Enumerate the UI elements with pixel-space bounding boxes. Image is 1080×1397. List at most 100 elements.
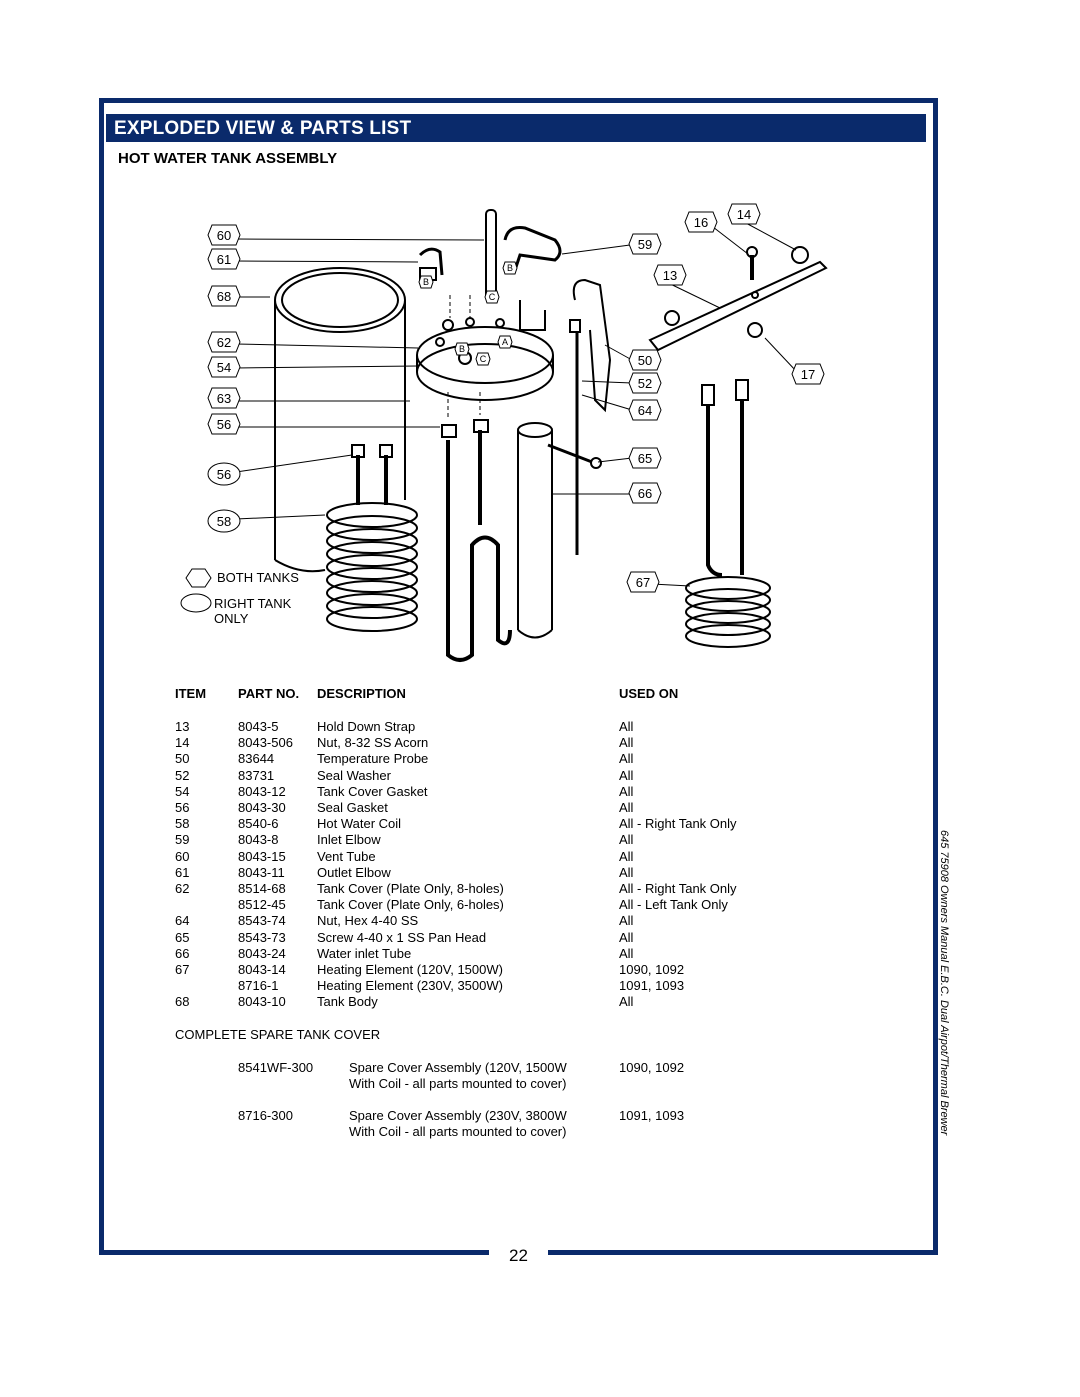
table-cell-used: All: [619, 767, 634, 783]
svg-text:60: 60: [217, 228, 231, 243]
callout-54: 54: [207, 356, 241, 378]
table-cell-item: 65: [175, 929, 190, 945]
table-cell-desc: Screw 4-40 x 1 SS Pan Head: [317, 929, 487, 945]
callout-61: 61: [207, 248, 241, 270]
callout-63: 63: [207, 387, 241, 409]
callout-50: 50: [628, 349, 662, 371]
table-cell-desc: Temperature Probe: [317, 751, 429, 767]
table-cell-used: All: [619, 832, 634, 848]
table-cell-used: 1090, 1092: [619, 962, 685, 977]
callout-16: 16: [684, 211, 718, 233]
table-cell-part: 8043-506: [238, 735, 293, 751]
svg-text:13: 13: [663, 268, 677, 283]
callout-17: 17: [791, 363, 825, 385]
callout-68: 68: [207, 285, 241, 307]
svg-text:BOTH TANKS: BOTH TANKS: [217, 570, 299, 585]
table-cell-used: All: [619, 864, 634, 880]
spare-part: 8541WF-300: [238, 1060, 314, 1075]
letter-mark-b3: B: [454, 342, 470, 356]
inlet-elbow: [503, 226, 562, 271]
svg-text:C: C: [480, 354, 487, 364]
table-cell-part: 8043-14: [238, 962, 286, 977]
table-cell-item: 61: [175, 864, 190, 880]
letter-mark-b2: B: [502, 261, 518, 275]
svg-text:58: 58: [217, 514, 231, 529]
callout-52: 52: [628, 372, 662, 394]
temperature-probe: [569, 278, 612, 555]
svg-text:16: 16: [694, 215, 708, 230]
table-cell-item: 56: [175, 800, 190, 815]
spare-desc1: Spare Cover Assembly (230V, 3800W: [349, 1108, 567, 1123]
table-cell-part: 8043-10: [238, 994, 286, 1010]
letter-mark-c1: C: [484, 290, 500, 304]
tank-body: [274, 267, 406, 573]
table-cell-desc: Tank Cover Gasket: [317, 783, 428, 799]
table-cell-part: 83731: [238, 767, 275, 783]
callout-60: 60: [207, 224, 241, 246]
table-cell-item: 59: [175, 832, 190, 848]
page-frame: [99, 98, 938, 1255]
table-cell-desc: Nut, Hex 4-40 SS: [317, 913, 419, 929]
table-cell-desc: Heating Element (120V, 1500W): [317, 962, 503, 977]
table-cell-desc: Tank Cover (Plate Only, 8-holes): [317, 881, 504, 896]
table-cell-part: 8043-15: [238, 848, 286, 864]
table-cell-part: 8043-5: [238, 719, 279, 734]
callout-65: 65: [628, 447, 662, 469]
spare-desc2: With Coil - all parts mounted to cover): [349, 1124, 567, 1139]
svg-text:B: B: [423, 277, 429, 287]
svg-text:52: 52: [638, 376, 652, 391]
callout-58-round: 58: [207, 509, 241, 533]
table-cell-part: 8043-11: [238, 864, 285, 880]
table-cell-item: 14: [175, 735, 190, 751]
letter-mark-c2: C: [475, 352, 491, 366]
table-cell-item: 67: [175, 962, 190, 977]
table-cell-part: 8043-24: [238, 945, 286, 961]
header-used-on: USED ON: [619, 686, 679, 701]
table-cell-desc: Tank Body: [317, 994, 378, 1010]
callout-56-round: 56: [207, 462, 241, 486]
spare-desc2: With Coil - all parts mounted to cover): [349, 1076, 567, 1091]
table-cell-item: 13: [175, 719, 190, 734]
frame-bottom-right: [548, 1250, 938, 1255]
svg-text:RIGHT TANK: RIGHT TANK: [214, 596, 292, 611]
banner-title: EXPLODED VIEW & PARTS LIST: [106, 114, 926, 142]
svg-text:66: 66: [638, 486, 652, 501]
spare-used: 1091, 1093: [619, 1108, 685, 1123]
table-cell-desc: Nut, 8-32 SS Acorn: [317, 735, 429, 751]
table-cell-used: All: [619, 994, 634, 1010]
legend-hexagon: [185, 568, 212, 588]
table-cell-used: All: [619, 848, 634, 864]
svg-text:68: 68: [217, 289, 231, 304]
svg-text:64: 64: [638, 403, 652, 418]
tank-cover: [416, 300, 554, 401]
table-cell-used: All: [619, 751, 634, 767]
callout-56: 56: [207, 413, 241, 435]
table-cell-item: 62: [175, 881, 190, 896]
table-cell-part: 8043-8: [238, 832, 279, 848]
heating-element-right: [685, 379, 771, 648]
letter-mark-b1: B: [418, 275, 434, 289]
table-cell-part: 8543-73: [238, 929, 286, 945]
table-cell-desc: Hold Down Strap: [317, 719, 416, 734]
table-cell-item: 64: [175, 913, 190, 929]
table-cell-used: All: [619, 929, 634, 945]
table-cell-part: 8543-74: [238, 913, 286, 929]
table-cell-desc: Hot Water Coil: [317, 816, 402, 832]
spare-used: 1090, 1092: [619, 1060, 685, 1075]
table-cell-desc: Heating Element (230V, 3500W): [317, 978, 503, 994]
table-cell-used: All: [619, 913, 634, 929]
callout-59: 59: [628, 233, 662, 255]
heating-element-left: [441, 419, 512, 662]
table-cell-item: 52: [175, 767, 190, 783]
header-item: ITEM: [175, 686, 207, 701]
diagram-legend: BOTH TANKS RIGHT TANK ONLY: [180, 568, 299, 626]
svg-text:59: 59: [638, 237, 652, 252]
svg-text:54: 54: [217, 360, 231, 375]
water-inlet-tube: [517, 422, 553, 639]
page-number: 22: [509, 1246, 528, 1265]
header-description: DESCRIPTION: [317, 686, 406, 701]
frame-bottom-left: [99, 1250, 489, 1255]
svg-text:63: 63: [217, 391, 231, 406]
svg-text:50: 50: [638, 353, 652, 368]
vent-tube: [485, 209, 497, 301]
